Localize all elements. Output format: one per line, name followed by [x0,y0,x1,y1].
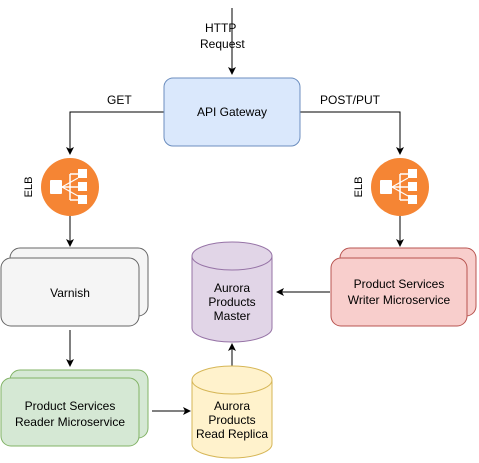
load-balancer-icon [371,158,429,216]
varnish-label: Varnish [50,286,90,300]
api-gateway-node: API Gateway [163,77,301,147]
writer-microservice-node: Product Services Writer Microservice [330,247,477,327]
elb-left-node: ELB [23,158,99,216]
master-label-line1: Aurora [214,281,250,295]
master-label-line3: Master [214,309,251,323]
load-balancer-icon [41,158,99,216]
reader-label-line2: Reader Microservice [15,415,125,429]
varnish-node: Varnish [0,247,149,327]
aurora-master-database: Aurora Products Master [191,241,273,343]
http-request-label-line1: HTTP [205,21,236,35]
replica-label-line1: Aurora [214,399,250,413]
replica-label-line3: Read Replica [196,427,268,441]
elb-right-label: ELB [353,177,365,198]
writer-label-line1: Product Services [354,277,445,291]
post-put-edge [300,111,404,155]
get-edge-label: GET [107,93,132,107]
reader-microservice-node: Product Services Reader Microservice [0,369,149,447]
master-label-line2: Products [208,295,255,309]
elb-left-label: ELB [23,177,35,198]
elb-right-node: ELB [353,158,429,216]
api-gateway-label: API Gateway [197,105,267,119]
replica-label-line2: Products [208,413,255,427]
writer-label-line2: Writer Microservice [348,293,451,307]
aurora-read-replica-database: Aurora Products Read Replica [191,365,273,459]
post-put-edge-label: POST/PUT [320,93,381,107]
reader-label-line1: Product Services [25,399,116,413]
http-request-label-line2: Request [200,37,245,51]
get-edge [66,111,164,155]
